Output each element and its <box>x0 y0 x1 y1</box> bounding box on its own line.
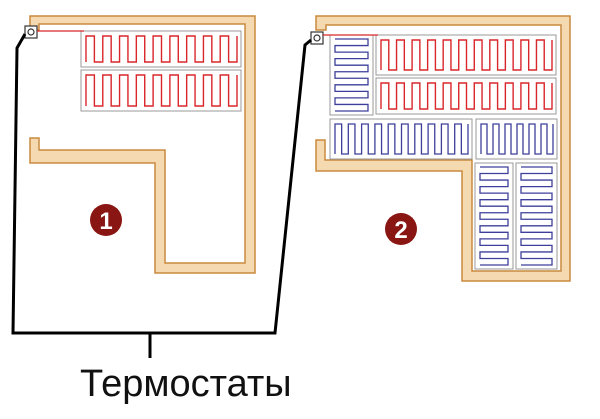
room-2-mat-cable-lower-right <box>520 166 553 266</box>
room-2-heating-mat-right-top <box>475 118 558 160</box>
room-2-badge: 2 <box>385 213 417 245</box>
room-2-heating-cable-a <box>380 39 553 71</box>
room-1: 1 <box>24 15 256 274</box>
room-1-heating-zone-b <box>80 69 242 112</box>
room-2-mat-cable-middle <box>334 123 469 155</box>
room-2-heating-zone-a <box>375 34 557 76</box>
room-2-heating-mat-lower-right <box>515 162 558 270</box>
thermostat-icon <box>24 25 38 39</box>
room-1-badge-label: 1 <box>99 208 112 235</box>
room-1-heating-cable-b <box>85 74 238 107</box>
room-1-heating-cable-a <box>85 35 238 63</box>
thermostat-icon <box>310 31 324 45</box>
room-2-heating-mat-lower-left <box>474 162 514 270</box>
thermostat-connector-wire <box>11 33 312 335</box>
room-2: 2 <box>310 15 571 282</box>
room-2-thermostat <box>310 31 378 45</box>
thermostats-caption: Термостаты <box>80 363 292 405</box>
room-2-heating-mat-middle <box>329 118 473 160</box>
room-1-badge: 1 <box>90 204 122 236</box>
room-2-heating-mat-left <box>329 34 374 116</box>
room-1-wall <box>29 15 256 274</box>
room-2-mat-cable-right-top <box>480 123 554 155</box>
room-2-badge-label: 2 <box>394 217 407 244</box>
room-2-heating-cable-b <box>380 82 553 110</box>
room-1-heating-zone-a <box>80 30 242 68</box>
room-2-wall <box>315 15 571 282</box>
room-2-mat-cable-left <box>334 38 369 112</box>
room-2-heating-zone-b <box>375 77 557 115</box>
room-2-mat-cable-lower-left <box>479 166 509 266</box>
room-1-thermostat <box>24 25 84 39</box>
